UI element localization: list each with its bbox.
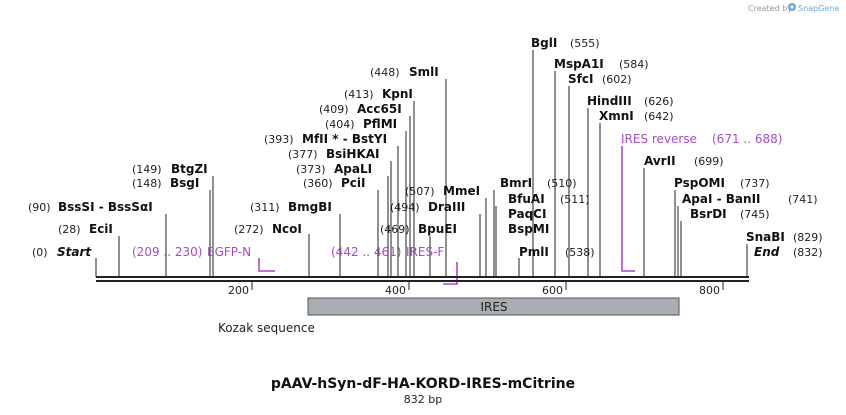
primer-ires-reverse-name[interactable]: IRES reverse — [621, 132, 697, 146]
ires-feature-label: IRES — [480, 300, 507, 314]
ruler-label-200: 200 — [228, 284, 249, 297]
enzyme-avrII-name[interactable]: AvrII — [644, 154, 676, 168]
enzyme-cut-lines — [95, 50, 748, 277]
enzyme-apaLI-pos: (373) — [296, 163, 326, 176]
enzyme-bsrDI-name[interactable]: BsrDI — [690, 207, 727, 221]
end-label[interactable]: End — [754, 245, 780, 259]
enzyme-draIII-pos: (494) — [390, 201, 420, 214]
primer-ires-f-name[interactable]: IRES-F — [406, 245, 444, 259]
enzyme-snaBI-name[interactable]: SnaBI — [746, 230, 785, 244]
enzyme-bmgBI-name[interactable]: BmgBI — [288, 200, 332, 214]
enzyme-mfII-name[interactable]: MfII * - BstYI — [302, 132, 387, 146]
enzyme-bsiHKAI-pos: (377) — [288, 148, 318, 161]
ruler-label-600: 600 — [542, 284, 563, 297]
enzyme-xmnI-name[interactable]: XmnI — [599, 109, 634, 123]
enzyme-bglI-name[interactable]: BglI — [531, 36, 557, 50]
enzyme-bssSI-pos: (90) — [28, 201, 51, 214]
enzyme-mfII-pos: (393) — [264, 133, 294, 146]
snapgene-brand: SnapGene — [798, 4, 839, 13]
enzyme-sfcI-name[interactable]: SfcI — [568, 72, 593, 86]
enzyme-bmrI-name[interactable]: BmrI — [500, 176, 532, 190]
primer-arrow-ires-f — [443, 262, 458, 285]
primer-markers — [258, 146, 635, 285]
created-by-text: Created by — [748, 4, 792, 13]
enzyme-snaBI-pos: (829) — [793, 231, 823, 244]
ruler-label-800: 800 — [699, 284, 720, 297]
enzyme-labels: (28) EciI (90) BssSI - BssSαI (148) BsgI… — [28, 36, 823, 259]
enzyme-pciI-name[interactable]: PciI — [341, 176, 366, 190]
enzyme-pspOMI-name[interactable]: PspOMI — [674, 176, 725, 190]
enzyme-bmgBI-pos: (311) — [250, 201, 280, 214]
enzyme-acc65I-name[interactable]: Acc65I — [357, 102, 402, 116]
enzyme-mmeI-name[interactable]: MmeI — [443, 184, 480, 198]
enzyme-mmeI-pos: (507) — [405, 185, 435, 198]
enzyme-bsgI-pos: (148) — [132, 177, 162, 190]
enzyme-xmnI-pos: (642) — [644, 110, 674, 123]
primer-arrow-egfp-n — [258, 258, 275, 272]
primer-labels: (209 .. 230) EGFP-N (442 .. 461) IRES-F … — [132, 132, 782, 259]
enzyme-bsgI-name[interactable]: BsgI — [170, 176, 199, 190]
primer-ires-f-range: (442 .. 461) — [331, 245, 401, 259]
enzyme-bsiHKAI-name[interactable]: BsiHKAI — [326, 147, 380, 161]
ruler-label-400: 400 — [385, 284, 406, 297]
enzyme-ncoI-name[interactable]: NcoI — [272, 222, 302, 236]
enzyme-smlI-pos: (448) — [370, 66, 400, 79]
enzyme-hindIII-pos: (626) — [644, 95, 674, 108]
enzyme-bpuEI-pos: (469) — [380, 223, 410, 236]
enzyme-acc65I-pos: (409) — [319, 103, 349, 116]
enzyme-pmlI-name[interactable]: PmlI — [519, 245, 549, 259]
enzyme-mspA1I-pos: (584) — [619, 58, 649, 71]
ruler — [251, 281, 724, 290]
primer-arrow-ires-reverse — [621, 146, 635, 272]
enzyme-bspMI-name[interactable]: BspMI — [508, 222, 549, 236]
enzyme-pspOMI-pos: (737) — [740, 177, 770, 190]
start-label[interactable]: Start — [57, 245, 92, 259]
primer-egfp-n-range: (209 .. 230) — [132, 245, 202, 259]
enzyme-bmrI-pos: (510) — [547, 177, 577, 190]
enzyme-btgZI-name[interactable]: BtgZI — [171, 162, 208, 176]
enzyme-kpnI-pos: (413) — [344, 88, 374, 101]
enzyme-draIII-name[interactable]: DraIII — [428, 200, 465, 214]
enzyme-apaLI-name[interactable]: ApaLI — [334, 162, 372, 176]
snapgene-logo-icon — [788, 3, 796, 11]
enzyme-apaI-pos: (741) — [788, 193, 818, 206]
enzyme-ncoI-pos: (272) — [234, 223, 264, 236]
primer-egfp-n-name[interactable]: EGFP-N — [207, 245, 251, 259]
enzyme-sfcI-pos: (602) — [602, 73, 632, 86]
enzyme-pflMI-name[interactable]: PflMI — [363, 117, 397, 131]
enzyme-pflMI-pos: (404) — [325, 118, 355, 131]
enzyme-paqCI-name[interactable]: PaqCI — [508, 207, 546, 221]
enzyme-mspA1I-name[interactable]: MspA1I — [554, 57, 604, 71]
start-pos: (0) — [32, 246, 48, 259]
sequence-backbone — [96, 276, 749, 282]
enzyme-bpuEI-name[interactable]: BpuEI — [418, 222, 457, 236]
enzyme-hindIII-name[interactable]: HindIII — [587, 94, 632, 108]
enzyme-bfuAI-pos: (511) — [560, 193, 590, 206]
primer-ires-reverse-range: (671 .. 688) — [712, 132, 782, 146]
enzyme-bsrDI-pos: (745) — [740, 208, 770, 221]
enzyme-bfuAI-name[interactable]: BfuAI — [508, 192, 545, 206]
enzyme-bglI-pos: (555) — [570, 37, 600, 50]
snapgene-credit: Created by SnapGene — [748, 3, 839, 13]
kozak-feature-label: Kozak sequence — [218, 321, 315, 335]
enzyme-pciI-pos: (360) — [303, 177, 333, 190]
enzyme-kpnI-name[interactable]: KpnI — [382, 87, 413, 101]
enzyme-eciI-name[interactable]: EciI — [89, 222, 113, 236]
enzyme-bssSI-name[interactable]: BssSI - BssSαI — [58, 200, 153, 214]
enzyme-avrII-pos: (699) — [694, 155, 724, 168]
enzyme-smlI-name[interactable]: SmlI — [409, 65, 439, 79]
end-pos: (832) — [793, 246, 823, 259]
map-length: 832 bp — [404, 393, 442, 406]
enzyme-btgZI-pos: (149) — [132, 163, 162, 176]
enzyme-pmlI-pos: (538) — [565, 246, 595, 259]
enzyme-eciI-pos: (28) — [58, 223, 81, 236]
map-title: pAAV-hSyn-dF-HA-KORD-IRES-mCitrine — [271, 376, 575, 392]
enzyme-apaI-name[interactable]: ApaI - BanII — [682, 192, 761, 206]
ires-feature-bar[interactable] — [307, 297, 680, 316]
